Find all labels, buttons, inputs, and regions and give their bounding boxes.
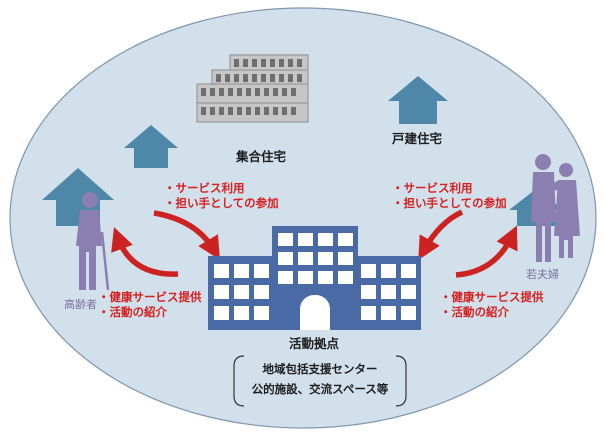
window	[246, 88, 251, 96]
description-bracket	[233, 355, 407, 407]
window	[252, 59, 257, 67]
couple-icon	[531, 154, 580, 262]
house-icon	[388, 76, 448, 124]
window	[381, 264, 396, 278]
window	[228, 107, 233, 115]
window	[401, 285, 416, 299]
window	[234, 306, 249, 320]
window	[237, 107, 242, 115]
detached-house-label: 戸建住宅	[392, 131, 443, 146]
window	[254, 306, 269, 320]
window	[225, 74, 230, 82]
window	[297, 74, 302, 82]
window	[255, 107, 260, 115]
window	[254, 264, 269, 278]
window	[273, 88, 278, 96]
flow-left-top-2: ・担い手としての参加	[164, 196, 279, 210]
window	[219, 88, 224, 96]
curved-arrow-icon	[418, 209, 464, 261]
window	[298, 233, 313, 246]
window	[216, 74, 221, 82]
window	[288, 59, 293, 67]
elderly-person-icon	[76, 192, 110, 291]
window	[297, 59, 302, 67]
window	[278, 233, 293, 246]
window	[298, 271, 313, 284]
flow-left-bottom-2: ・活動の紹介	[98, 305, 167, 319]
window	[381, 285, 396, 299]
hub-description-line-1: 地域包括支援センター	[262, 362, 378, 376]
curved-arrow-icon	[153, 210, 220, 260]
hub-description-line-2: 公的施設、交流スペース等	[251, 382, 389, 396]
curved-arrow-icon	[455, 225, 518, 278]
window	[338, 233, 353, 246]
window	[234, 264, 249, 278]
window	[214, 306, 229, 320]
window	[338, 271, 353, 284]
window	[288, 74, 293, 82]
window	[210, 107, 215, 115]
window	[234, 285, 249, 299]
window	[243, 59, 248, 67]
window	[270, 59, 275, 67]
elderly-label: 高齢者	[64, 298, 97, 311]
window	[255, 88, 260, 96]
window	[361, 285, 376, 299]
window	[318, 252, 333, 265]
window	[278, 252, 293, 265]
window	[252, 74, 257, 82]
flow-left-bottom-1: ・健康サービス提供	[98, 290, 202, 304]
window	[219, 107, 224, 115]
window	[234, 74, 239, 82]
window	[361, 306, 376, 320]
window	[243, 74, 248, 82]
window	[278, 271, 293, 284]
window	[237, 88, 242, 96]
window	[361, 264, 376, 278]
window	[214, 264, 229, 278]
background-ellipse	[9, 7, 597, 429]
flow-right-top-2: ・担い手としての参加	[392, 196, 507, 210]
window	[291, 88, 296, 96]
window	[279, 59, 284, 67]
window	[261, 59, 266, 67]
window	[282, 88, 287, 96]
apartment-building-icon	[196, 54, 309, 123]
window	[210, 88, 215, 96]
window	[234, 59, 239, 67]
window	[228, 88, 233, 96]
hub-label: 活動拠点	[289, 336, 340, 351]
window	[270, 74, 275, 82]
office-building-icon	[208, 226, 421, 330]
flow-left-top-1: ・サービス利用	[164, 181, 245, 195]
window	[279, 74, 284, 82]
window	[291, 107, 296, 115]
flow-right-bottom-1: ・健康サービス提供	[440, 290, 544, 304]
curved-arrow-icon	[111, 227, 179, 277]
window	[201, 88, 206, 96]
window	[381, 306, 396, 320]
window	[201, 107, 206, 115]
window	[318, 233, 333, 246]
flow-right-top-1: ・サービス利用	[392, 181, 473, 195]
window	[264, 107, 269, 115]
window	[282, 107, 287, 115]
window	[401, 264, 416, 278]
window	[254, 285, 269, 299]
window	[273, 107, 278, 115]
couple-label: 若夫婦	[526, 268, 559, 281]
apartment-label: 集合住宅	[236, 149, 287, 164]
house-icon	[124, 125, 178, 168]
window	[401, 306, 416, 320]
flow-right-bottom-2: ・活動の紹介	[440, 305, 509, 319]
window	[338, 252, 353, 265]
window	[298, 252, 313, 265]
window	[246, 107, 251, 115]
window	[318, 271, 333, 284]
window	[261, 74, 266, 82]
window	[264, 88, 269, 96]
window	[214, 285, 229, 299]
